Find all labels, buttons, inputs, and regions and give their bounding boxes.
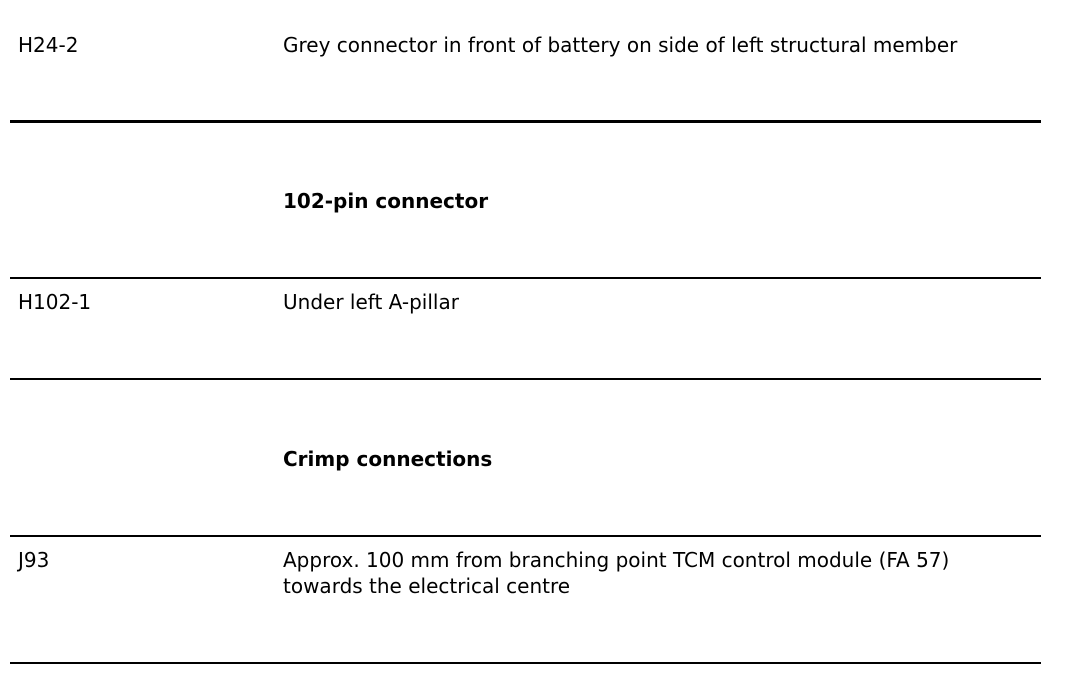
row-divider — [10, 378, 1041, 380]
connector-location-line: towards the electrical centre — [283, 574, 571, 598]
section-heading: 102-pin connector — [283, 189, 489, 213]
connector-code: J93 — [18, 548, 50, 572]
connector-location: Grey connector in front of battery on si… — [283, 33, 958, 57]
row-divider — [10, 120, 1041, 123]
connector-code: H24-2 — [18, 33, 79, 57]
connector-location: Under left A-pillar — [283, 290, 459, 314]
row-divider — [10, 535, 1041, 537]
row-divider — [10, 277, 1041, 279]
connector-code: H102-1 — [18, 290, 92, 314]
section-heading: Crimp connections — [283, 447, 493, 471]
row-divider — [10, 662, 1041, 664]
connector-location-line: Approx. 100 mm from branching point TCM … — [283, 548, 950, 572]
